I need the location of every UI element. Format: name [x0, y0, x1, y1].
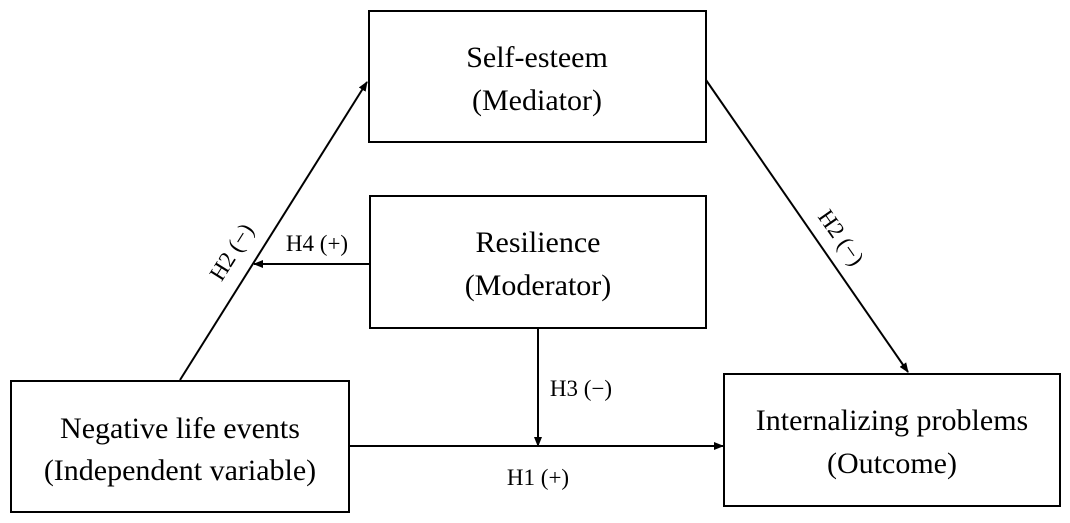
- outcome-box: Internalizing problems (Outcome): [723, 373, 1061, 507]
- independent-variable-box: Negative life events (Independent variab…: [10, 380, 350, 513]
- mediator-box: Self-esteem (Mediator): [368, 10, 707, 143]
- label-h1: H1 (+): [507, 465, 569, 490]
- moderator-box: Resilience (Moderator): [369, 195, 707, 329]
- label-h3: H3 (−): [550, 376, 612, 401]
- outcome-title: Internalizing problems: [756, 404, 1028, 437]
- mediator-role: (Mediator): [472, 84, 602, 117]
- label-h2-right: H2 (−): [813, 205, 869, 270]
- label-h4: H4 (+): [286, 231, 348, 256]
- moderator-title: Resilience: [476, 226, 601, 259]
- moderator-role: (Moderator): [465, 269, 612, 302]
- label-h2-left: H2 (−): [205, 219, 259, 285]
- mediator-title: Self-esteem: [466, 41, 608, 74]
- independent-variable-title: Negative life events: [60, 412, 300, 445]
- independent-variable-role: (Independent variable): [44, 454, 316, 487]
- arrow-h2-right: [705, 79, 909, 373]
- outcome-role: (Outcome): [827, 447, 957, 480]
- arrow-h2-left: [179, 81, 368, 381]
